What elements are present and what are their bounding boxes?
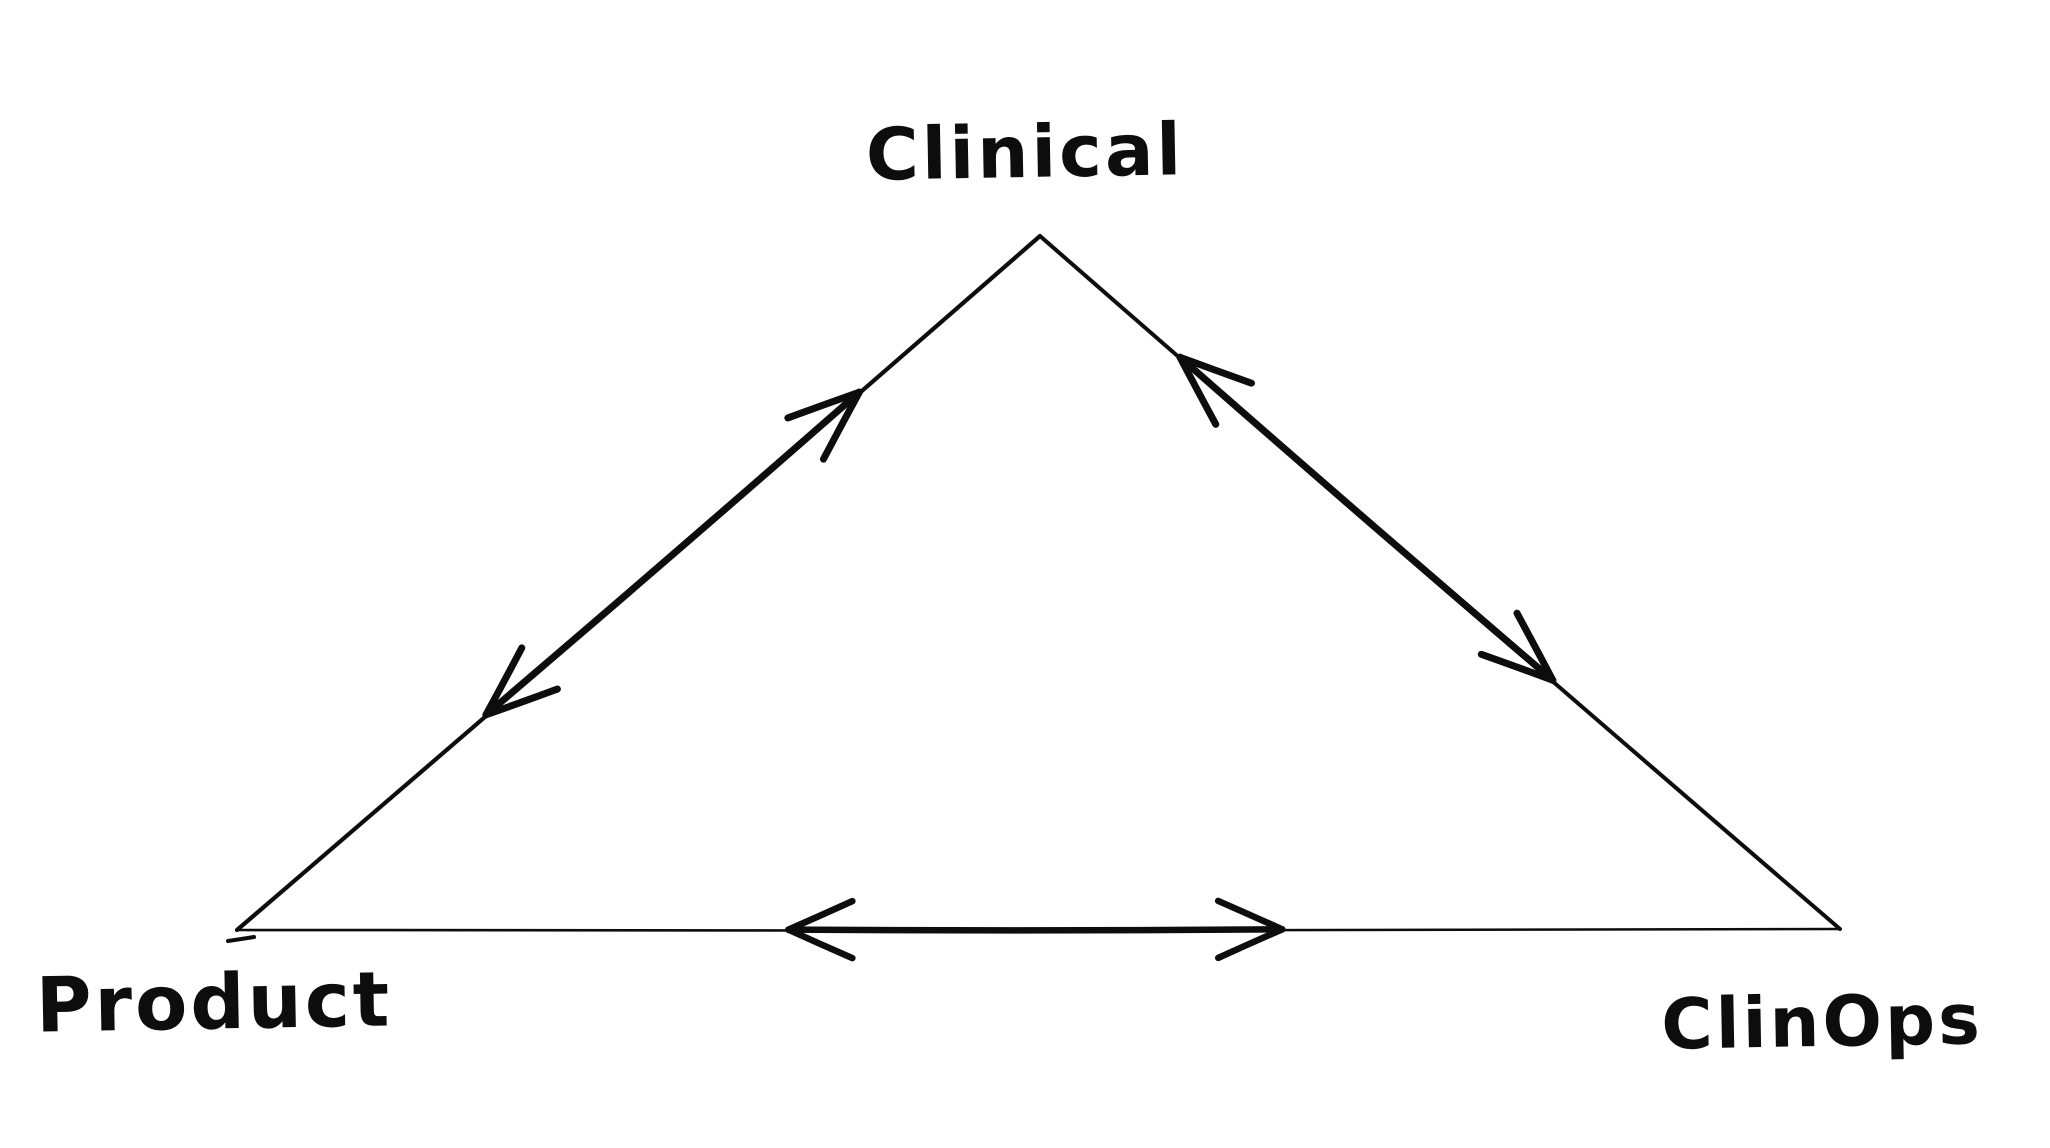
node-label-clinops: ClinOps — [1660, 978, 1984, 1066]
node-label-product: Product — [35, 954, 393, 1050]
triangle-edges — [226, 233, 1842, 962]
node-label-clinical: Clinical — [865, 107, 1185, 197]
